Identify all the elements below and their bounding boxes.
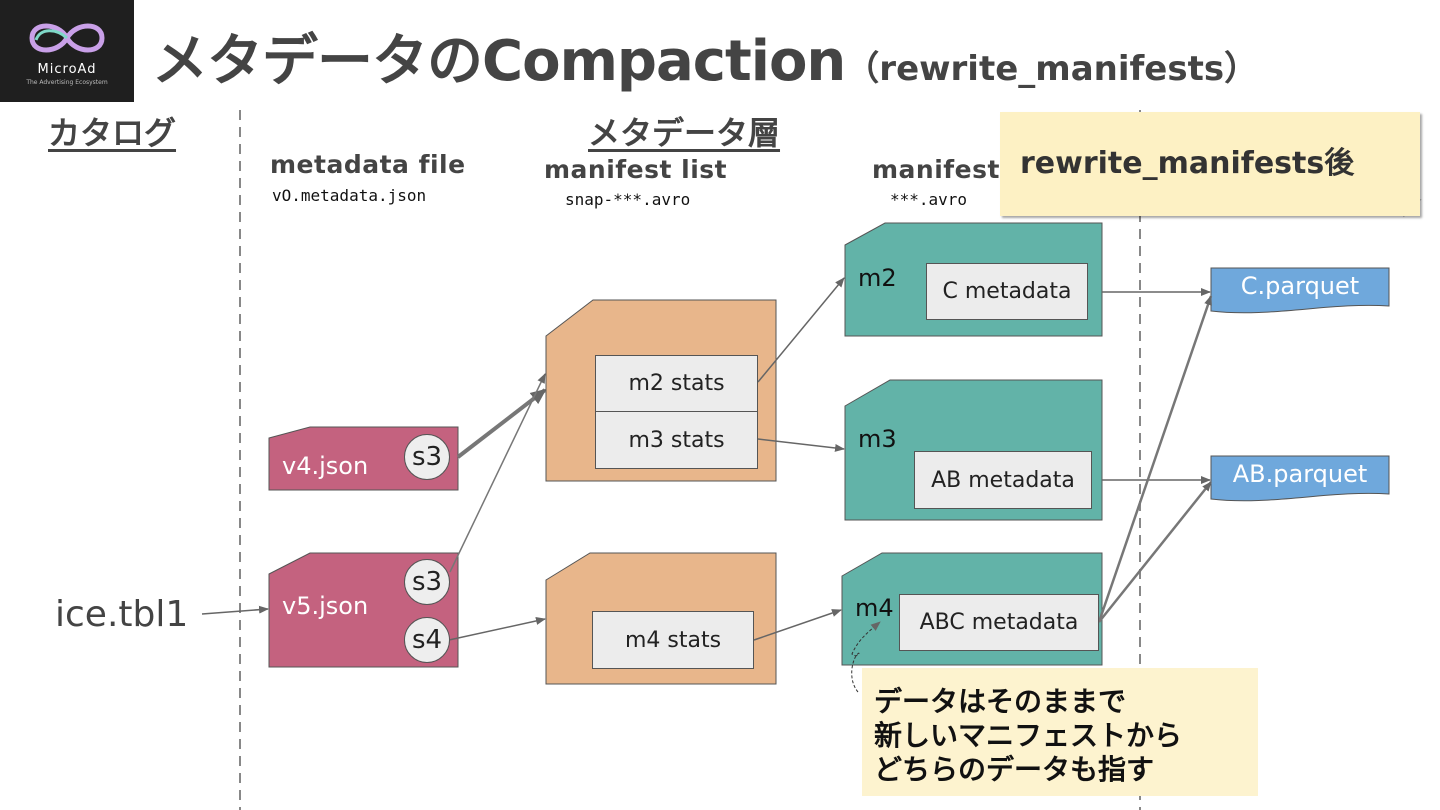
arrow-m4-to-abparquet <box>1098 481 1212 623</box>
note-text: rewrite_manifests後 <box>1020 146 1355 181</box>
comment-line-2: 新しいマニフェストから <box>874 719 1183 752</box>
ab-parquet-label: AB.parquet <box>1232 460 1368 488</box>
page-title: メタデータのCompaction（rewrite_manifests） <box>152 16 1258 96</box>
parquet-ab <box>1210 455 1390 502</box>
ab-metadata: AB metadata <box>914 451 1092 509</box>
abc-metadata: ABC metadata <box>899 594 1099 651</box>
logo-text: MicroAd <box>37 62 97 77</box>
metadata-file-title: metadata file <box>270 150 466 179</box>
manifest-m2-label: m2 <box>858 264 897 292</box>
m4-stats: m4 stats <box>592 611 754 669</box>
note-box <box>1000 112 1420 216</box>
manifest-title: manifest <box>872 155 1000 184</box>
v5-snapshot-s3: s3 <box>404 559 450 605</box>
arrow-m2stats-to-m2 <box>757 277 845 383</box>
catalog-heading: カタログ <box>48 114 177 152</box>
v5-snapshot-s4: s4 <box>404 617 450 663</box>
manifest-m3-label: m3 <box>858 425 897 453</box>
m3-stats: m3 stats <box>595 411 758 469</box>
arrow-m3stats-to-m3 <box>757 438 845 452</box>
m2-stats: m2 stats <box>595 355 758 412</box>
arrow-v4-s3-to-list1 <box>456 388 547 459</box>
manifest-filename: ***.avro <box>890 190 968 209</box>
logo: MicroAd The Advertising Ecosystem <box>0 0 134 102</box>
v4-snapshot-s3: s3 <box>404 434 450 480</box>
arrow-m4stats-to-m4 <box>753 609 842 641</box>
arrow-v5-s4-to-list2 <box>448 617 546 641</box>
metadata-file-filename: vO.metadata.json <box>272 186 427 205</box>
comment-line-3: どちらのデータも指す <box>874 753 1155 786</box>
manifest-list-filename: snap-***.avro <box>565 190 691 209</box>
comment-line-1: データはそのままで <box>874 685 1127 718</box>
title-main: メタデータのCompaction <box>152 29 846 94</box>
manifest-list-title: manifest list <box>544 155 728 184</box>
c-metadata: C metadata <box>926 263 1088 320</box>
logo-subtext: The Advertising Ecosystem <box>26 79 108 86</box>
manifest-m4-label: m4 <box>855 594 894 622</box>
arrow-catalog-to-v5 <box>201 605 269 615</box>
arrow-v5-s3-to-list1 <box>449 373 546 573</box>
parquet-c <box>1210 267 1390 314</box>
arrow-m4-to-cparquet <box>1097 295 1213 623</box>
title-sub: （rewrite_manifests） <box>845 49 1259 89</box>
comment-pointer <box>851 621 881 693</box>
metadata-layer-heading: メタデータ層 <box>588 114 781 152</box>
comment-box <box>862 668 1258 796</box>
c-parquet-label: C.parquet <box>1240 272 1360 300</box>
infinity-logo-icon <box>29 23 105 53</box>
v4-json-label: v4.json <box>282 452 369 480</box>
catalog-table-name: ice.tbl1 <box>55 594 189 635</box>
v5-json-label: v5.json <box>282 592 369 620</box>
